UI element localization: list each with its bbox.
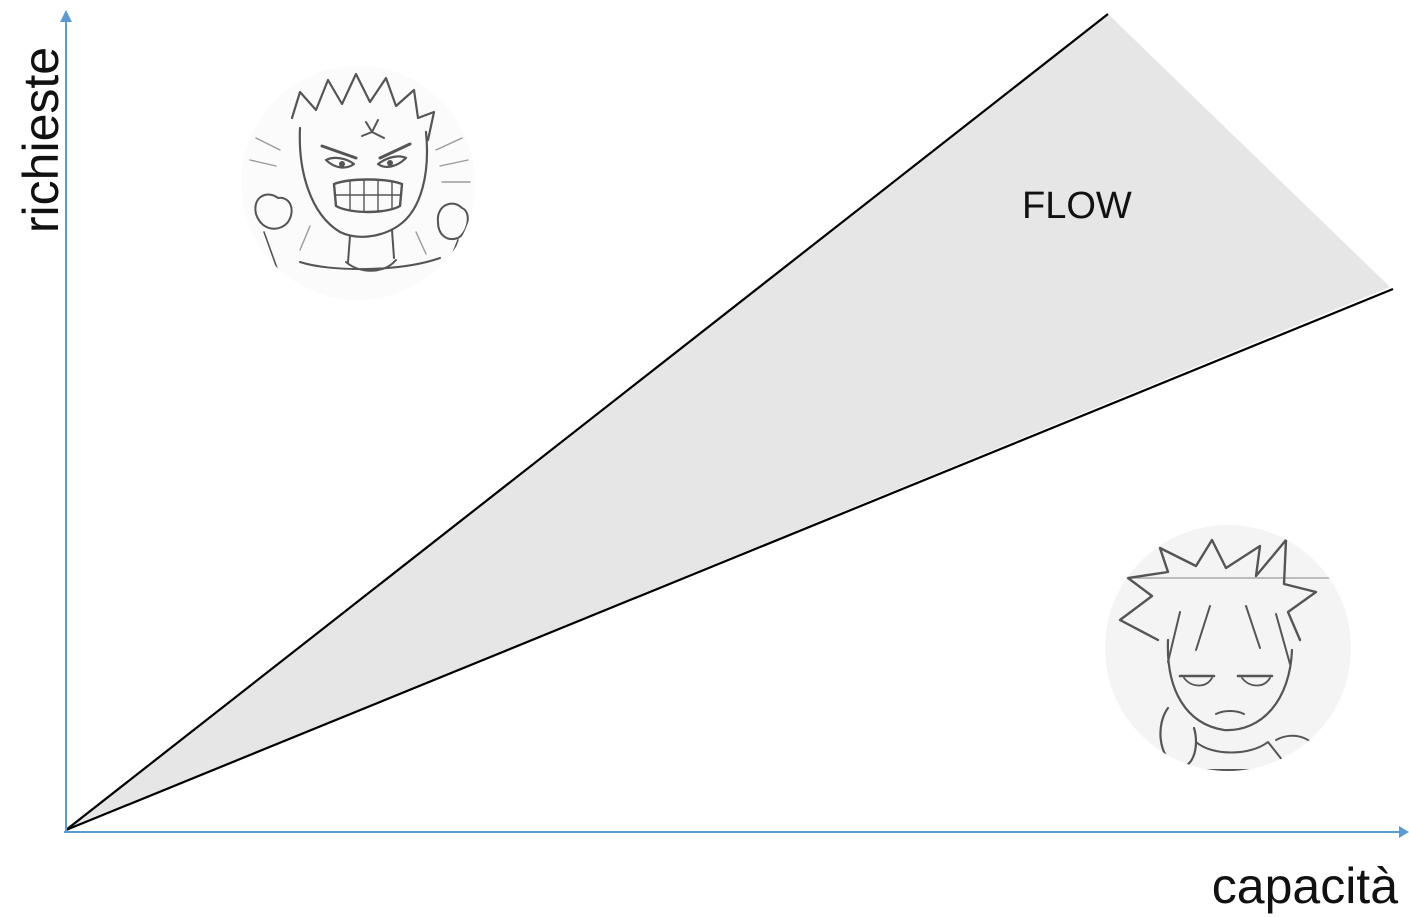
lower-boundary-line <box>65 287 1394 832</box>
y-axis-arrow-icon <box>60 10 72 22</box>
flow-zone-label: FLOW <box>1022 185 1132 227</box>
x-axis-arrow-icon <box>1399 826 1409 838</box>
x-axis-label: capacità <box>1212 858 1398 914</box>
bored-face-icon <box>1105 525 1351 771</box>
upper-boundary-line <box>65 13 1109 831</box>
y-axis-label: richieste <box>13 47 69 233</box>
flow-zone <box>66 14 1390 830</box>
angry-face-icon <box>241 66 475 300</box>
